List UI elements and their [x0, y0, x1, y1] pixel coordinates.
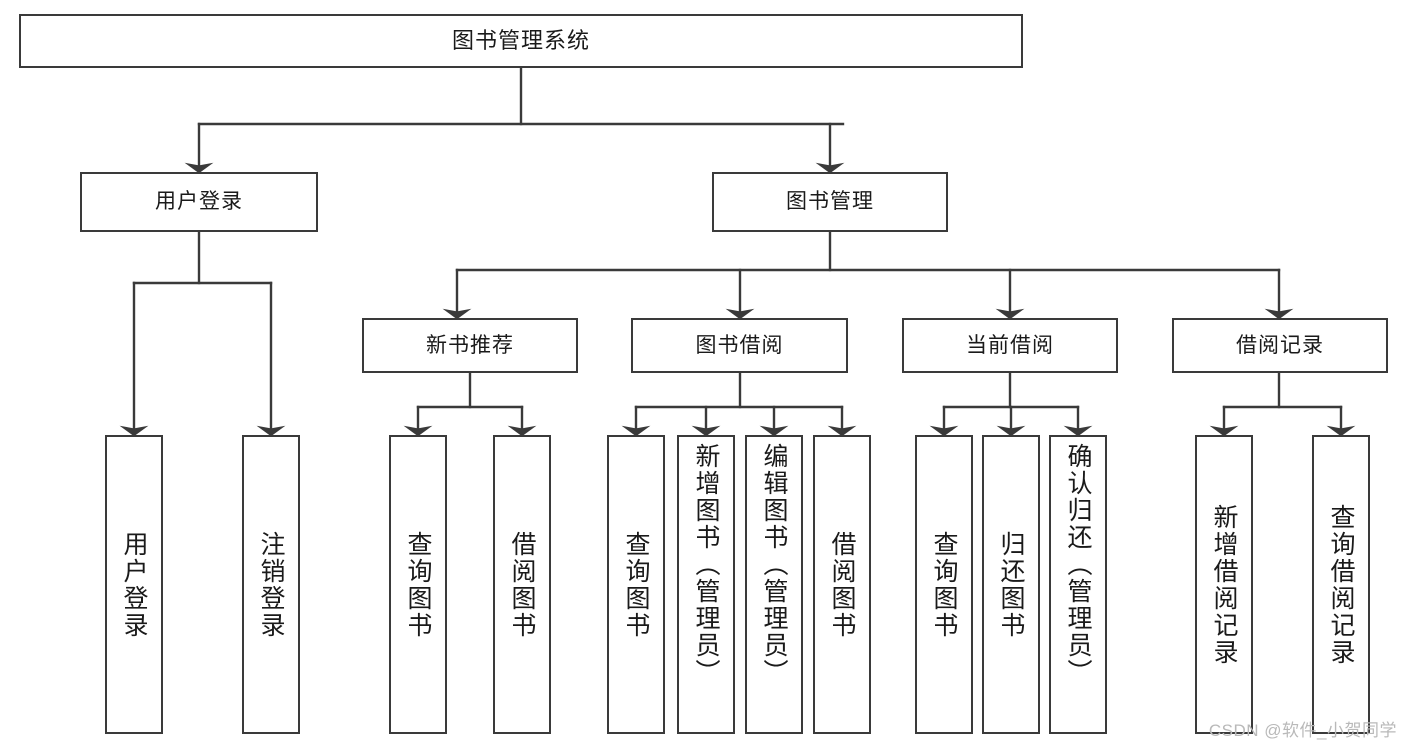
leaf-label: 新增图书（管理员） [692, 443, 720, 686]
leaf-book-borrow-borrow[interactable]: 借阅图书 [813, 435, 871, 734]
leaf-label: 查询图书 [930, 530, 958, 639]
leaf-current-borrow-return[interactable]: 归还图书 [982, 435, 1040, 734]
leaf-book-borrow-add[interactable]: 新增图书（管理员） [677, 435, 735, 734]
leaf-label: 用户登录 [120, 530, 148, 639]
leaf-book-borrow-edit[interactable]: 编辑图书（管理员） [745, 435, 803, 734]
leaf-borrow-record-add[interactable]: 新增借阅记录 [1195, 435, 1253, 734]
leaf-label: 查询图书 [622, 530, 650, 639]
node-book-management[interactable]: 图书管理 [712, 172, 948, 232]
node-root-book-management-system[interactable]: 图书管理系统 [19, 14, 1023, 68]
node-label: 用户登录 [155, 190, 243, 214]
leaf-label: 注销登录 [257, 530, 285, 639]
node-label: 图书借阅 [695, 333, 784, 357]
node-label: 新书推荐 [426, 333, 514, 357]
leaf-label: 新增借阅记录 [1210, 503, 1238, 666]
leaf-label: 归还图书 [997, 530, 1025, 639]
node-book-borrow[interactable]: 图书借阅 [631, 318, 848, 373]
node-current-borrow[interactable]: 当前借阅 [902, 318, 1118, 373]
leaf-label: 借阅图书 [828, 530, 856, 639]
leaf-label: 查询借阅记录 [1327, 503, 1355, 666]
node-user-login[interactable]: 用户登录 [80, 172, 318, 232]
node-label: 图书管理 [786, 190, 874, 214]
leaf-label: 借阅图书 [508, 530, 536, 639]
node-new-book-recommend[interactable]: 新书推荐 [362, 318, 578, 373]
leaf-user-login-signout[interactable]: 注销登录 [242, 435, 300, 734]
leaf-book-borrow-query[interactable]: 查询图书 [607, 435, 665, 734]
node-label: 当前借阅 [966, 333, 1054, 357]
node-label: 图书管理系统 [451, 27, 590, 53]
leaf-label: 编辑图书（管理员） [760, 443, 788, 686]
leaf-current-borrow-query[interactable]: 查询图书 [915, 435, 973, 734]
leaf-current-borrow-confirm-return[interactable]: 确认归还（管理员） [1049, 435, 1107, 734]
leaf-label: 查询图书 [404, 530, 432, 639]
node-label: 借阅记录 [1236, 333, 1324, 357]
leaf-user-login-signin[interactable]: 用户登录 [105, 435, 163, 734]
leaf-label: 确认归还（管理员） [1064, 443, 1092, 686]
node-borrow-record[interactable]: 借阅记录 [1172, 318, 1388, 373]
leaf-borrow-record-query[interactable]: 查询借阅记录 [1312, 435, 1370, 734]
leaf-new-book-borrow[interactable]: 借阅图书 [493, 435, 551, 734]
leaf-new-book-query[interactable]: 查询图书 [389, 435, 447, 734]
